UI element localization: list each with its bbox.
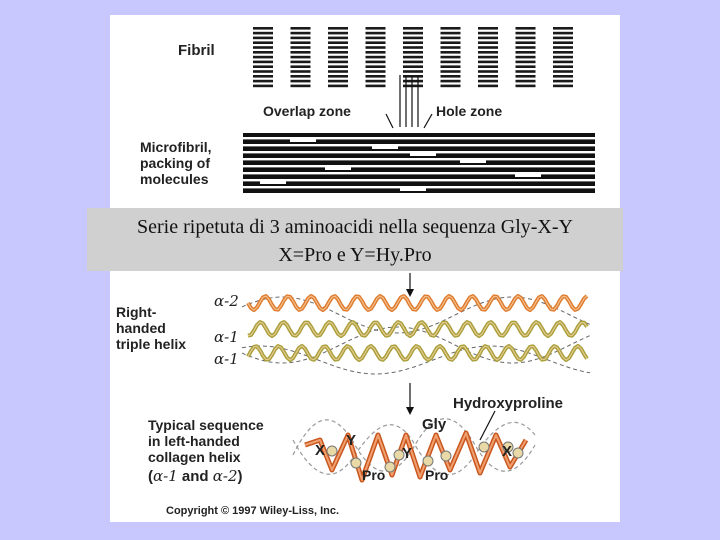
chain-label-alpha1-b: α-1	[214, 350, 239, 368]
sequence-label: Typical sequence in left-handed collagen…	[148, 417, 268, 465]
residue-gly: Gly	[422, 416, 447, 433]
microfibril-label-line2: packing of	[140, 155, 210, 171]
chain-note-and: and	[178, 468, 213, 485]
sequence-label-line1: Typical sequence	[148, 417, 264, 433]
caption-box: Serie ripetuta di 3 aminoacidi nella seq…	[87, 208, 623, 271]
residue-x-right: X	[502, 443, 512, 460]
microfibril-label-line3: molecules	[140, 171, 209, 187]
chain-note-alpha1: α-1	[153, 467, 178, 485]
sequence-label-line3: collagen helix	[148, 449, 241, 465]
left-handed-helix-detail	[292, 418, 536, 483]
chain-label-alpha1-a: α-1	[214, 328, 239, 346]
fibril-striations	[253, 27, 573, 88]
residue-pro-left: Pro	[362, 467, 385, 483]
hole-zone-label: Hole zone	[436, 103, 502, 119]
triple-helix-label-line3: triple helix	[116, 336, 186, 352]
triple-helix-label-line1: Right-	[116, 304, 157, 320]
copyright-notice: Copyright © 1997 Wiley-Liss, Inc.	[166, 505, 339, 517]
residue-y-mid: Y	[402, 445, 412, 462]
fibril-label: Fibril	[178, 42, 215, 59]
chain-note-close: )	[238, 468, 243, 485]
down-arrow-icon	[406, 383, 414, 415]
down-arrow-icon	[406, 273, 414, 297]
caption-line-2: X=Pro e Y=Hy.Pro	[278, 244, 432, 266]
sequence-label-line2: in left-handed	[148, 433, 240, 449]
residue-y-left: Y	[346, 432, 356, 449]
hydroxyproline-pointer	[479, 410, 496, 441]
chain-note: (α-1 and α-2)	[148, 467, 243, 485]
residue-x-left: X	[315, 442, 325, 459]
residue-pro-right: Pro	[425, 467, 448, 483]
chain-label-alpha2: α-2	[214, 292, 239, 310]
triple-helix-strands	[241, 294, 591, 375]
collagen-structure-diagram: Fibril Overlap zone Hole zone Microfibri…	[116, 27, 595, 517]
caption-line-1: Serie ripetuta di 3 aminoacidi nella seq…	[137, 216, 573, 238]
chain-note-alpha2: α-2	[213, 467, 238, 485]
triple-helix-label: Right- handed triple helix	[116, 304, 186, 352]
chain-note-open: (	[148, 468, 153, 485]
microfibril-packing-block	[243, 133, 595, 193]
triple-helix-label-line2: handed	[116, 320, 166, 336]
hydroxyproline-label: Hydroxyproline	[453, 395, 563, 412]
microfibril-label-line1: Microfibril,	[140, 139, 212, 155]
zone-pointer-lines	[385, 75, 433, 129]
microfibril-label: Microfibril, packing of molecules	[140, 139, 215, 187]
overlap-zone-label: Overlap zone	[263, 103, 351, 119]
